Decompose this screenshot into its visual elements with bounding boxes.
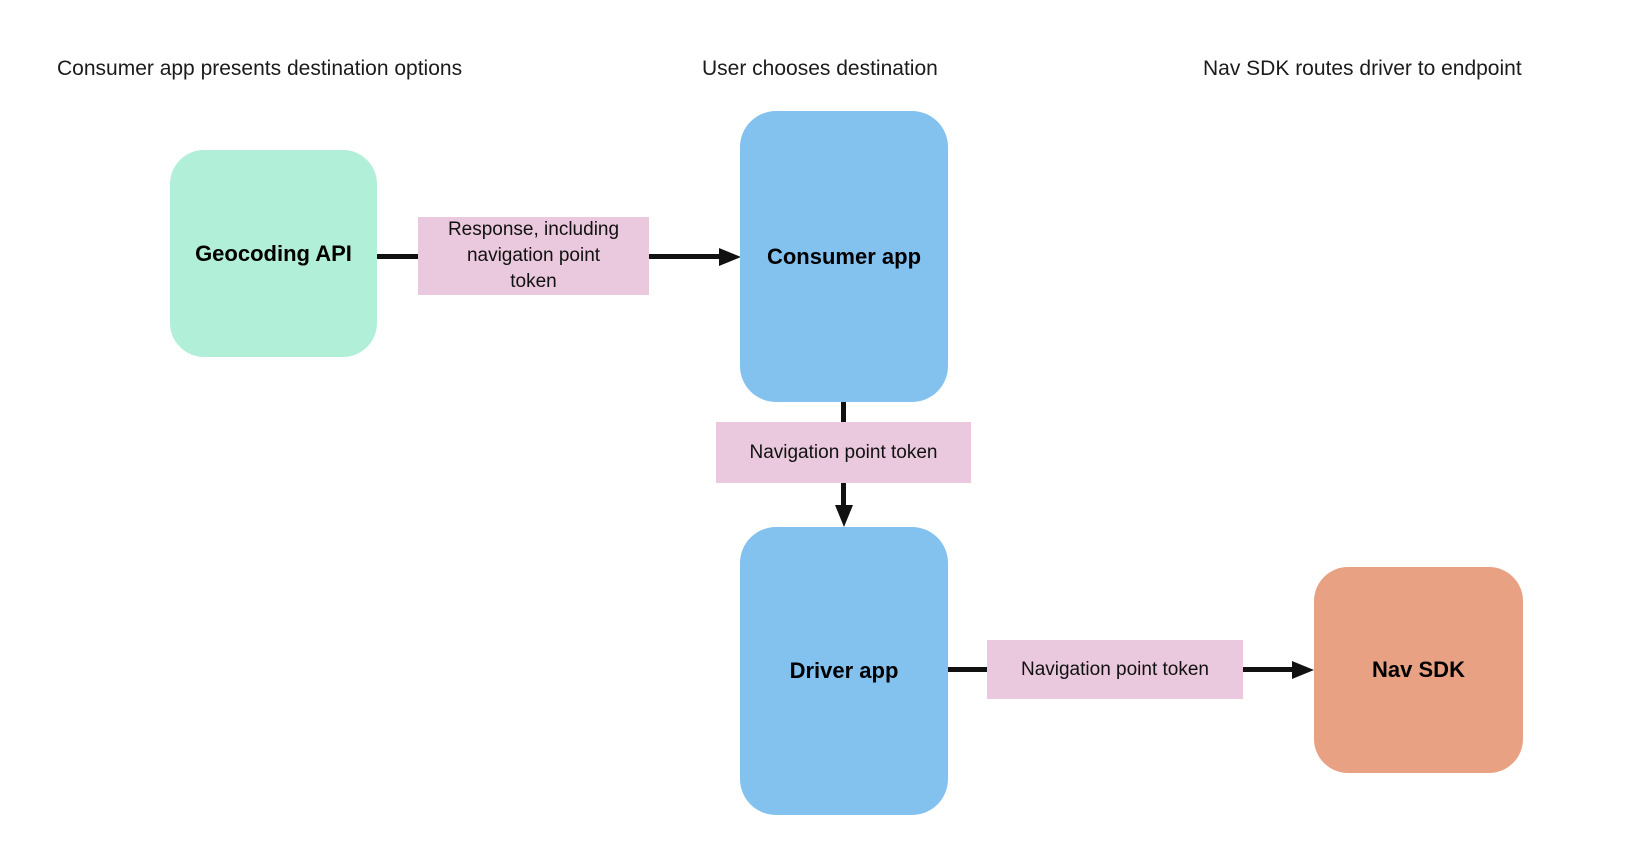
edge-label-navigation-point-token-1: Navigation point token xyxy=(716,422,971,483)
edge-label-response-token: Response, including navigation point tok… xyxy=(418,217,649,295)
edge-label-text: Navigation point token xyxy=(749,441,938,463)
arrowhead-right-icon xyxy=(1292,661,1314,679)
node-consumer-app: Consumer app xyxy=(740,111,948,402)
node-label: Consumer app xyxy=(766,243,922,269)
stage-header-navsdk-routes: Nav SDK routes driver to endpoint xyxy=(1203,57,1522,80)
node-label: Driver app xyxy=(789,658,899,683)
stage-header-user-chooses: User chooses destination xyxy=(702,57,938,80)
node-nav-sdk: Nav SDK xyxy=(1314,567,1523,773)
arrowhead-down-icon xyxy=(835,505,853,527)
arrowhead-right-icon xyxy=(719,248,741,266)
node-label: Geocoding API xyxy=(195,240,352,266)
stage-header-consumer-presents: Consumer app presents destination option… xyxy=(57,57,463,80)
edge-label-text: Navigation point token xyxy=(1020,658,1209,680)
node-label: Nav SDK xyxy=(1372,657,1465,682)
node-geocoding-api: Geocoding API xyxy=(170,150,377,357)
node-driver-app: Driver app xyxy=(740,527,948,815)
edge-label-text: Response, including navigation point tok… xyxy=(447,219,620,292)
edge-label-navigation-point-token-2: Navigation point token xyxy=(987,640,1243,699)
